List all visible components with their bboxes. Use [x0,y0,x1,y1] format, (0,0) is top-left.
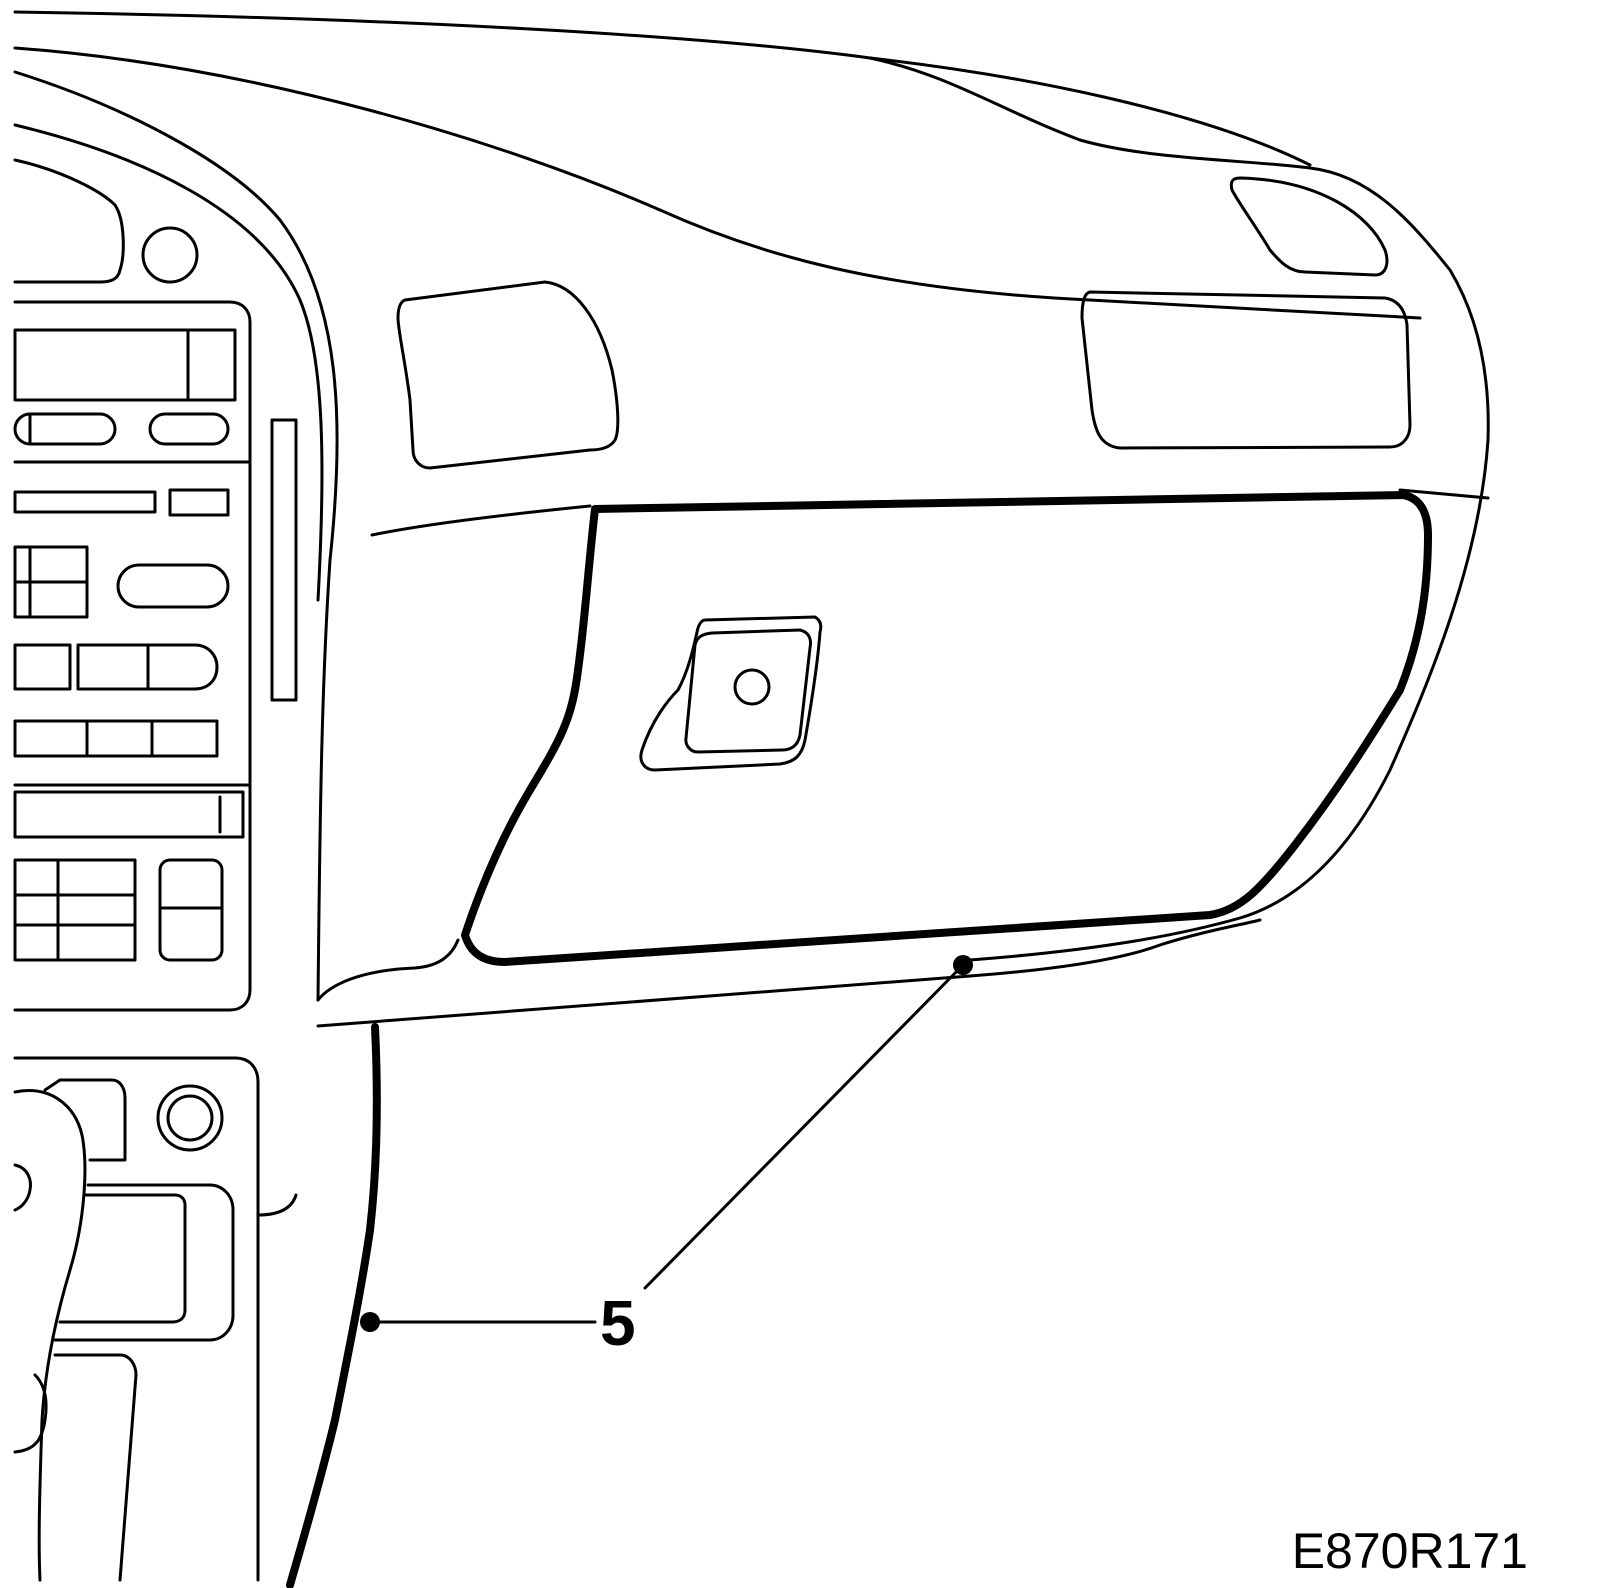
callout-5-leaders [360,955,973,1332]
kick-panel-outline [286,1023,381,1588]
glovebox-lock [639,615,823,772]
left-vent-outline [396,280,620,470]
callout-dot-glovebox [953,955,973,975]
dashboard-top-outline [13,10,1490,1002]
callout-label: 5 [600,1287,636,1359]
dash-lower-surround [316,438,1490,1028]
figure-code: E870R171 [1292,1523,1528,1579]
side-vent-outline [1229,176,1389,277]
right-vent-outline [1080,290,1412,450]
lower-console [13,1056,298,1582]
center-console [13,226,298,1012]
callout-dot-kick-panel [360,1312,380,1332]
callout-leader-line-glovebox [643,963,965,1290]
glovebox-lid-outline [461,491,1432,966]
